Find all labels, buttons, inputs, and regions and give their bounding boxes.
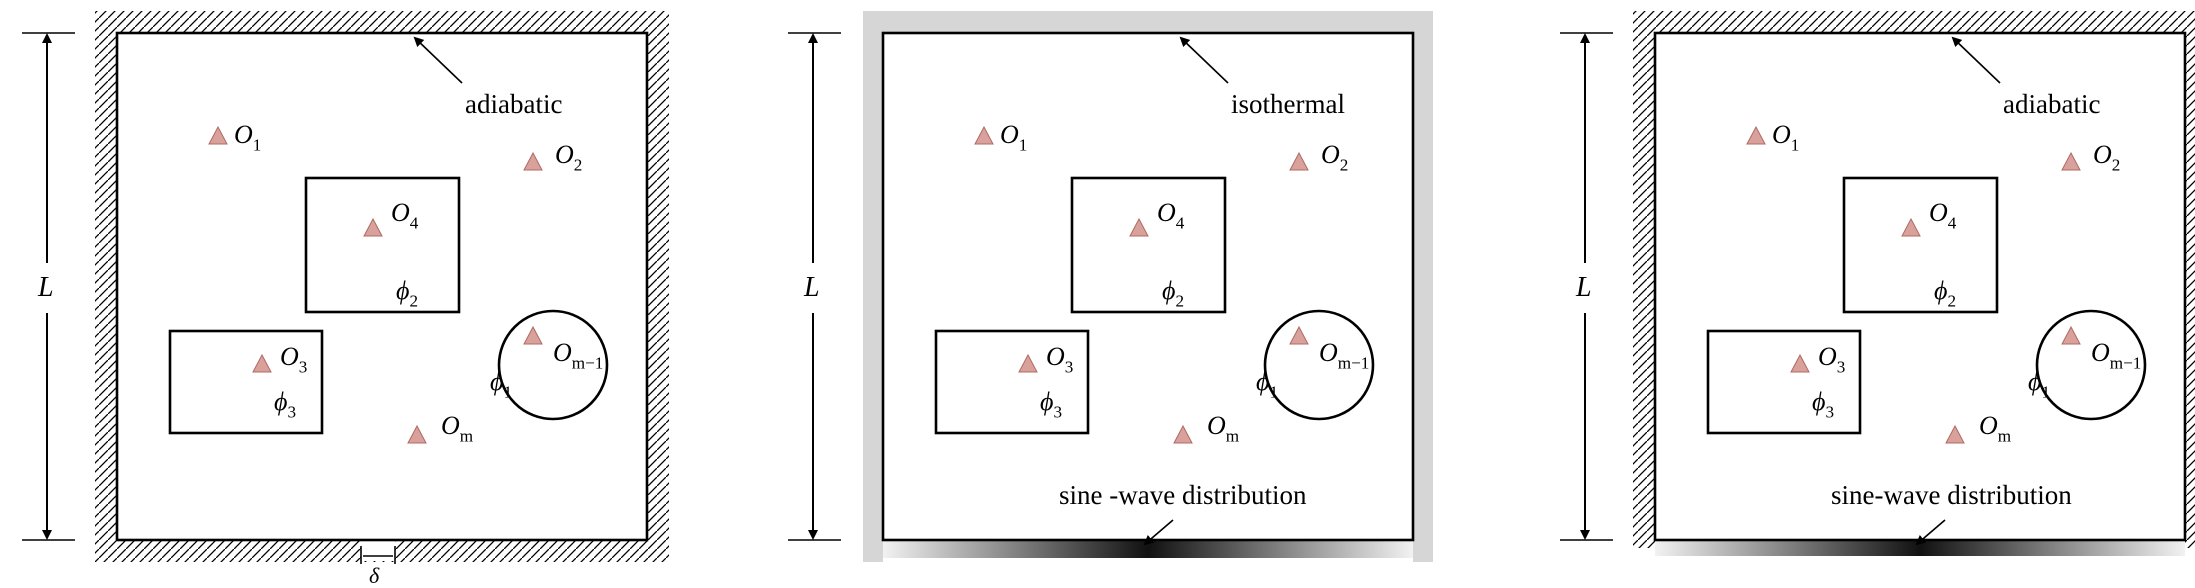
component-square [1070, 176, 1227, 314]
sensor-triangle [1901, 217, 1921, 237]
sensor-triangle [974, 125, 994, 145]
sensor-triangle [407, 424, 427, 444]
dimension-label: L [803, 272, 820, 303]
sensor-triangle [1018, 353, 1038, 373]
sensor-label: O1 [1000, 120, 1027, 154]
boundary-arrow [413, 36, 463, 84]
domain-boundary [881, 31, 1415, 542]
sensor-label: Om−1 [553, 338, 603, 372]
component-label: ϕ3 [274, 387, 296, 421]
sensor-label: O3 [280, 342, 307, 376]
left-hatch [95, 33, 117, 562]
bottom-sine-band [1655, 540, 2185, 556]
component-circle [497, 309, 609, 421]
sensor-triangle [2061, 325, 2081, 345]
bottom-arrow [1143, 519, 1174, 546]
sensor-label: Om [441, 411, 474, 445]
sensor-triangle [1790, 353, 1810, 373]
sensor-label: Om−1 [2091, 338, 2141, 372]
heat-source-gap [361, 541, 395, 561]
sensor-label: O3 [1046, 342, 1073, 376]
sensor-label: Om−1 [1319, 338, 1369, 372]
delta-label: δ [369, 563, 380, 588]
sensor-label: O4 [1929, 198, 1957, 232]
boundary-label: isothermal [1231, 89, 1345, 119]
component-rectangle [168, 329, 324, 435]
component-square [304, 176, 461, 314]
component-label: ϕ3 [1812, 387, 1834, 421]
bottom-arrow [1915, 519, 1946, 546]
sensor-label: O2 [555, 140, 582, 174]
sensor-triangle [1289, 151, 1309, 171]
boundary-label: adiabatic [465, 89, 562, 119]
component-label: ϕ1 [2028, 367, 2050, 401]
component-label: ϕ2 [1162, 276, 1184, 310]
boundary-arrow [1179, 36, 1229, 84]
sensor-label: O2 [1321, 140, 1348, 174]
left-isothermal-band [863, 33, 883, 562]
sensor-label: O4 [1157, 198, 1185, 232]
sensor-label: O1 [234, 120, 261, 154]
sensor-triangle [1289, 325, 1309, 345]
panel-a: δT0Ladiabaticϕ2ϕ3ϕ1O1O2O4O3Om−1Om [22, 11, 669, 588]
domain-boundary [1653, 31, 2187, 542]
sensor-triangle [2061, 151, 2081, 171]
sensor-triangle [1746, 125, 1766, 145]
sensor-label: O3 [1818, 342, 1845, 376]
component-label: ϕ2 [1934, 276, 1956, 310]
top-hatch [95, 11, 669, 33]
sensor-triangle [523, 151, 543, 171]
sensor-triangle [523, 325, 543, 345]
sensor-label: O4 [391, 198, 419, 232]
component-label: ϕ3 [1040, 387, 1062, 421]
sensor-triangle [1129, 217, 1149, 237]
top-isothermal-band [863, 11, 1433, 33]
component-label: ϕ2 [396, 276, 418, 310]
sensor-triangle [363, 217, 383, 237]
right-isothermal-band [1413, 33, 1433, 562]
component-label: ϕ1 [490, 367, 512, 401]
component-label: ϕ1 [1256, 367, 1278, 401]
component-rectangle [1706, 329, 1862, 435]
component-square [1842, 176, 1999, 314]
bottom-sine-band [883, 540, 1413, 558]
boundary-label: adiabatic [2003, 89, 2100, 119]
sensor-label: Om [1207, 411, 1240, 445]
bottom-label: sine-wave distribution [1831, 480, 2072, 510]
boundary-arrow [1951, 36, 2001, 84]
domain-boundary [115, 31, 649, 542]
dimension-label: L [1575, 272, 1592, 303]
bottom-label: sine -wave distribution [1059, 480, 1307, 510]
sensor-triangle [252, 353, 272, 373]
left-hatch [1633, 33, 1655, 548]
component-circle [1263, 309, 1375, 421]
sensor-triangle [208, 125, 228, 145]
right-hatch [647, 33, 669, 562]
dimension-label: L [37, 272, 54, 303]
component-rectangle [934, 329, 1090, 435]
component-circle [2035, 309, 2147, 421]
sensor-triangle [1945, 424, 1965, 444]
sensor-label: Om [1979, 411, 2012, 445]
sensor-triangle [1173, 424, 1193, 444]
right-hatch [2185, 33, 2195, 548]
sensor-label: O1 [1772, 120, 1799, 154]
top-hatch [1633, 11, 2195, 33]
sensor-label: O2 [2093, 140, 2120, 174]
